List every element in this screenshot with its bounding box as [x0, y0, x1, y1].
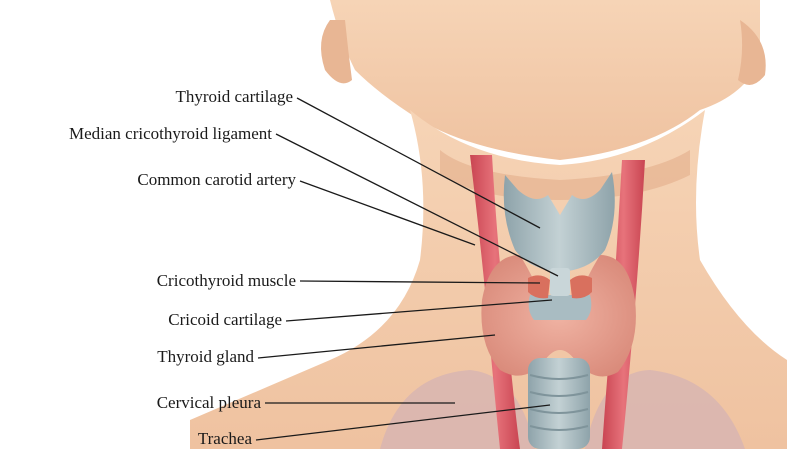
cricoid-cartilage-shape	[529, 295, 592, 320]
label-thyroid-cartilage: Thyroid cartilage	[175, 87, 293, 107]
label-cricoid-cartilage: Cricoid cartilage	[168, 310, 282, 330]
trachea-shape	[528, 358, 590, 449]
label-thyroid-gland: Thyroid gland	[157, 347, 254, 367]
label-trachea: Trachea	[198, 429, 252, 449]
label-cricothyroid-muscle: Cricothyroid muscle	[157, 271, 296, 291]
label-cervical-pleura: Cervical pleura	[157, 393, 261, 413]
label-median-cricothyroid-ligament: Median cricothyroid ligament	[69, 124, 272, 144]
label-common-carotid-artery: Common carotid artery	[137, 170, 296, 190]
median-cricothyroid-ligament-shape	[550, 268, 570, 296]
